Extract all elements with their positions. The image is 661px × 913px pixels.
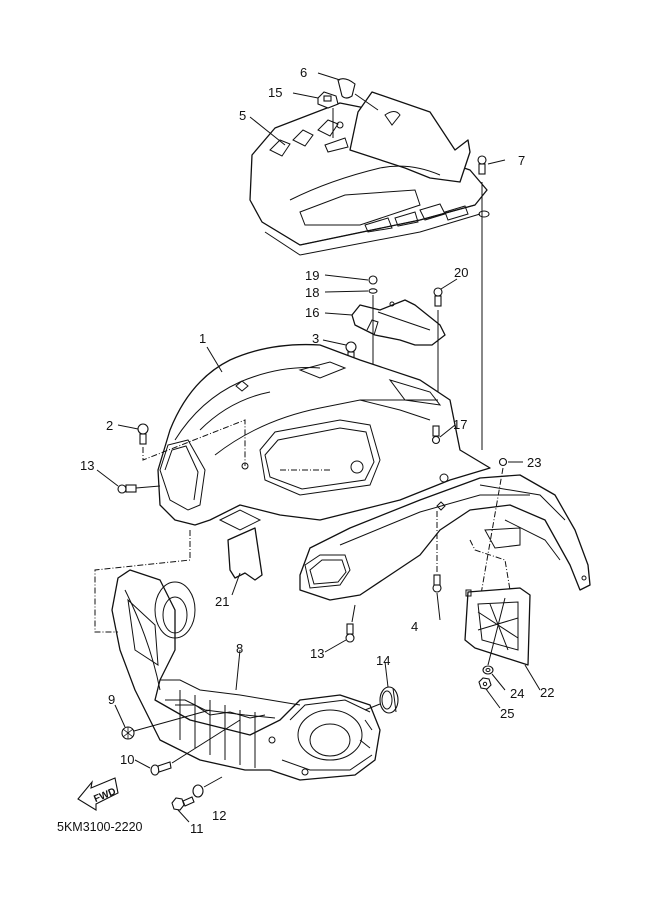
front-fender-right-section [299,474,591,601]
bolt-part-11 [171,796,195,811]
bolt-part-17 [431,425,441,445]
forward-arrow-icon: FWD [77,777,119,811]
callout-6: 6 [300,65,307,80]
callout-10: 10 [120,752,134,767]
diagram-code: 5KM3100-2220 [57,820,143,834]
callout-3: 3 [312,331,319,346]
bracket-part-16 [351,299,446,346]
nut-part-25 [478,677,492,690]
callout-18: 18 [305,285,319,300]
callout-1: 1 [199,331,206,346]
front-bumper-panel-part-8 [111,569,381,781]
callout-8: 8 [236,641,243,656]
callout-4: 4 [411,619,418,634]
callout-15: 15 [268,85,282,100]
callout-17: 17 [453,417,467,432]
callout-25: 25 [500,706,514,721]
bolt-part-13-lower [345,604,356,643]
screw-part-10 [150,719,241,776]
callout-19: 19 [305,268,319,283]
callout-labels: 6 15 5 7 19 18 16 3 20 1 2 13 17 23 21 4… [80,65,554,836]
callout-13-upper: 13 [80,458,94,473]
clip-part-9 [121,709,211,740]
front-carrier-cover [249,91,490,256]
callout-leaders [96,72,541,823]
callout-23: 23 [527,455,541,470]
grommet-part-14 [364,686,399,714]
callout-5: 5 [239,108,246,123]
clip-part-15 [317,91,339,138]
callout-24: 24 [510,686,524,701]
callout-9: 9 [108,692,115,707]
bolt-part-4 [432,510,442,593]
bolt-part-2 [137,419,246,466]
callout-21: 21 [215,594,229,609]
bolt-part-23 [479,457,508,601]
callout-16: 16 [305,305,319,320]
callout-22: 22 [540,685,554,700]
bolt-part-7 [477,155,487,450]
callout-11: 11 [190,821,204,836]
bolt-part-13-upper [117,484,161,494]
front-fender-part-1 [157,343,491,526]
protector-part-21 [218,509,263,581]
callout-12: 12 [212,808,226,823]
callout-20: 20 [454,265,468,280]
callout-7: 7 [518,153,525,168]
callout-14: 14 [376,653,390,668]
washer-part-18 [368,288,378,294]
bolt-part-20 [433,287,443,400]
washer-part-24 [482,665,494,675]
emblem-part-6 [337,78,379,111]
callout-2: 2 [106,418,113,433]
callout-13-lower: 13 [310,646,324,661]
collar-part-12 [192,776,223,798]
nut-part-19 [368,275,378,285]
